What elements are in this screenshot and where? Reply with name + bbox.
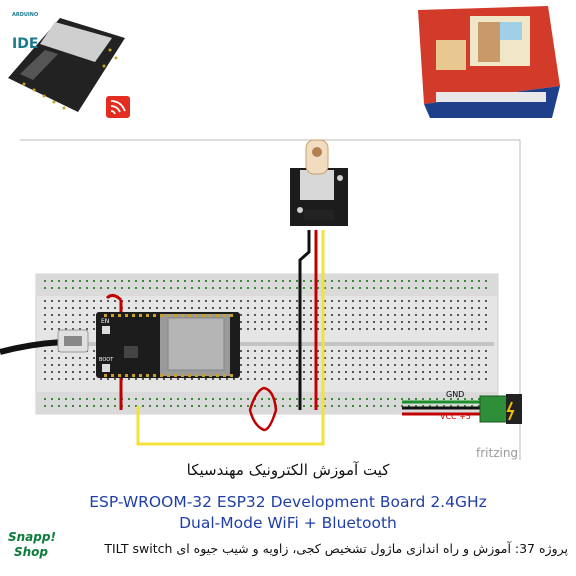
kit-title: کیت آموزش الکترونیک مهندسیکا bbox=[186, 461, 390, 479]
kit-box-image bbox=[418, 6, 560, 118]
esp32-board bbox=[96, 312, 240, 378]
esp32-boot-label: BOOT bbox=[99, 357, 114, 363]
board-title-line2: Dual-Mode WiFi + Bluetooth bbox=[179, 514, 397, 532]
power-jack bbox=[479, 394, 522, 424]
gnd-label: GND bbox=[446, 390, 465, 399]
vcc-label: VCC +5 bbox=[440, 412, 471, 421]
tilt-sensor-module bbox=[290, 139, 348, 226]
usb-plug bbox=[57, 329, 89, 353]
espressif-logo-icon bbox=[106, 96, 130, 118]
arduino-small-label: ARDUINO bbox=[12, 12, 39, 18]
snapp-shop-logo-line1: Snapp! bbox=[8, 530, 56, 544]
board-title-line1: ESP-WROOM-32 ESP32 Development Board 2.4… bbox=[89, 493, 487, 511]
project-description: پروژه 37: آموزش و راه اندازی ماژول تشخیص… bbox=[104, 541, 568, 556]
wires bbox=[0, 139, 521, 460]
snapp-shop-logo-line2: Shop bbox=[14, 545, 49, 559]
esp32-en-label: EN bbox=[101, 318, 110, 325]
esp32-thumbnail bbox=[8, 18, 125, 112]
arduino-ide-logo: IDE bbox=[12, 36, 39, 52]
fritzing-watermark: fritzing bbox=[476, 446, 519, 460]
